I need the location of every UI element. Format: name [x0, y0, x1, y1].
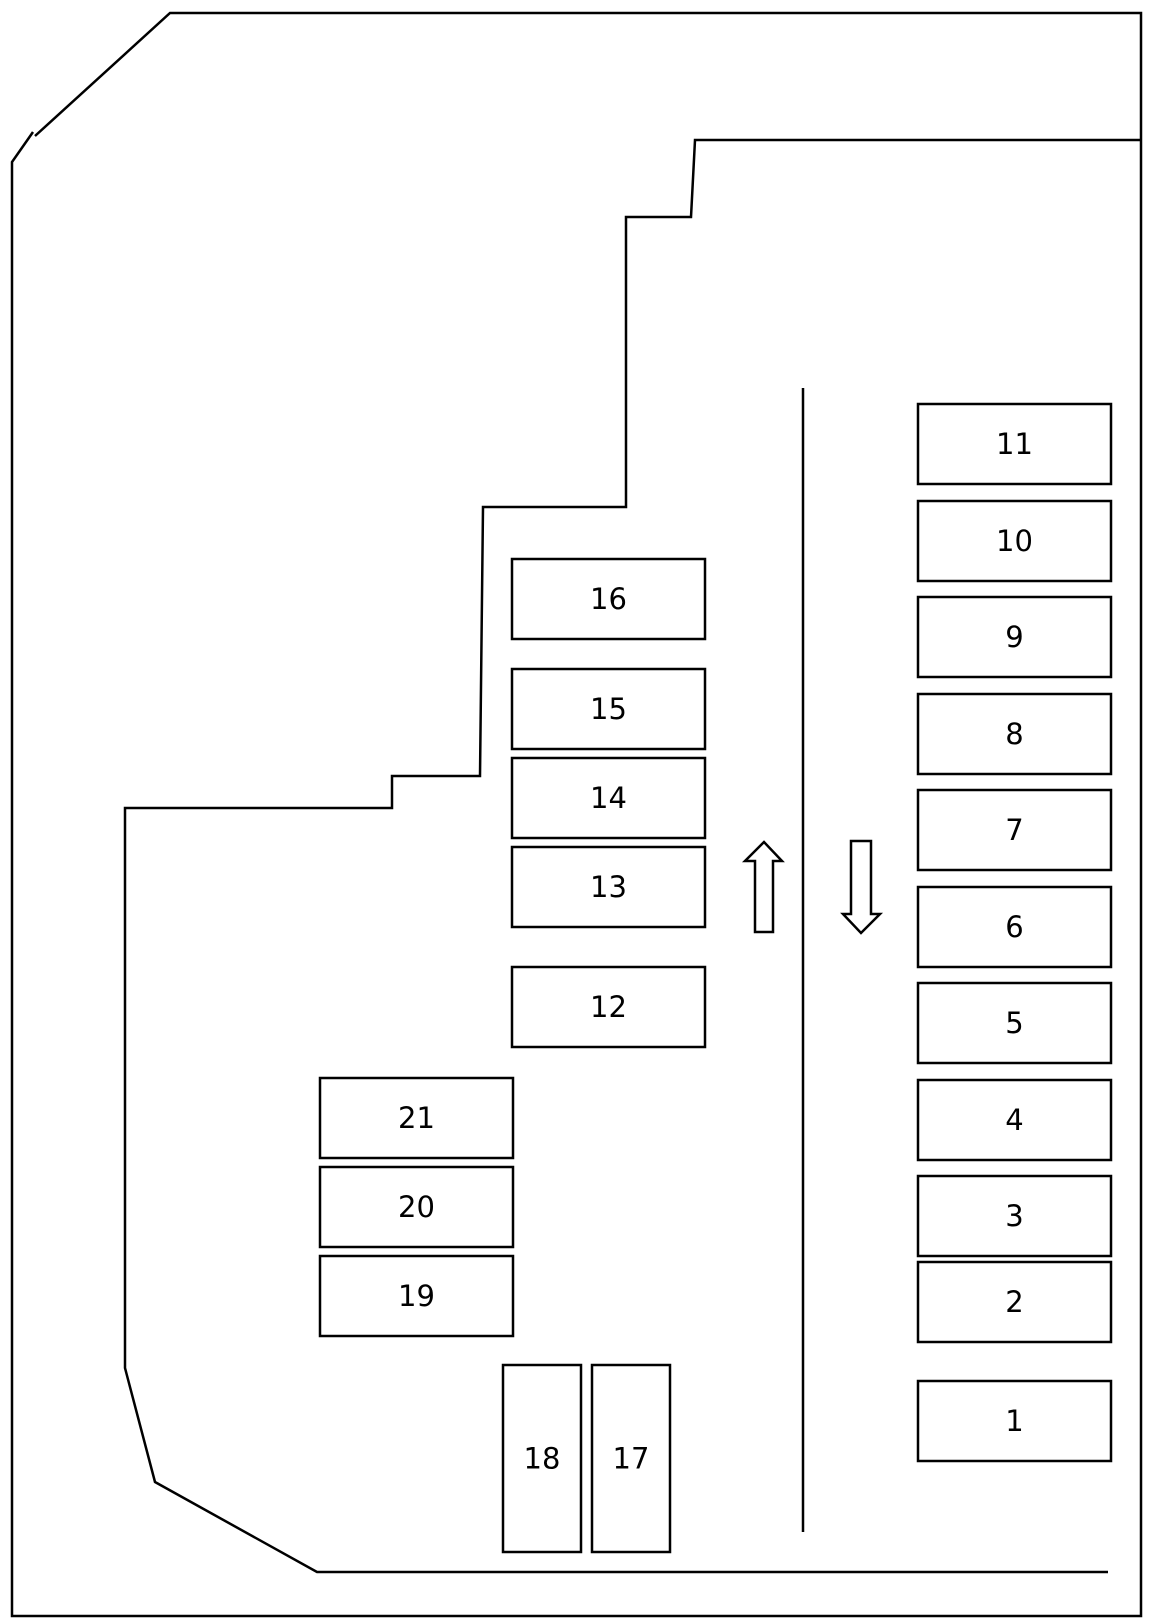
parking-slot-box — [318, 1165, 515, 1249]
parking-slot-box — [916, 692, 1113, 776]
parking-slot-label: 5 — [1005, 1006, 1023, 1040]
parking-slot-label: 16 — [590, 582, 627, 616]
parking-slot-box — [501, 1363, 583, 1554]
parking-slot-label: 1 — [1005, 1404, 1023, 1438]
parking-slot-9: 9 — [916, 595, 1113, 679]
parking-slot-box — [916, 499, 1113, 583]
parking-slot-box — [916, 1174, 1113, 1258]
parking-slot-box — [916, 1078, 1113, 1162]
parking-slot-10: 10 — [916, 499, 1113, 583]
parking-slot-box — [318, 1076, 515, 1160]
parking-slot-11: 11 — [916, 402, 1113, 486]
parking-slot-box — [510, 557, 707, 641]
parking-slot-label: 9 — [1005, 620, 1023, 654]
parking-slot-label: 14 — [590, 781, 627, 815]
parking-slot-box — [916, 595, 1113, 679]
parking-slot-label: 11 — [996, 427, 1033, 461]
parking-slot-8: 8 — [916, 692, 1113, 776]
parking-slot-label: 7 — [1005, 813, 1023, 847]
parking-slot-label: 18 — [524, 1442, 561, 1476]
parking-slot-12: 12 — [510, 965, 707, 1049]
parking-slot-label: 15 — [590, 692, 627, 726]
parking-slot-label: 10 — [996, 524, 1033, 558]
parking-slot-label: 19 — [398, 1279, 435, 1313]
parking-slot-box — [916, 981, 1113, 1065]
parking-slot-4: 4 — [916, 1078, 1113, 1162]
parking-slot-19: 19 — [318, 1254, 515, 1338]
parking-slot-box — [916, 788, 1113, 872]
parking-slot-box — [916, 885, 1113, 969]
parking-slot-5: 5 — [916, 981, 1113, 1065]
parking-slot-label: 3 — [1005, 1199, 1023, 1233]
parking-slot-14: 14 — [510, 756, 707, 840]
parking-slot-box — [916, 1379, 1113, 1463]
parking-slot-label: 17 — [613, 1442, 650, 1476]
parking-slot-label: 4 — [1005, 1103, 1023, 1137]
parking-slot-17: 17 — [590, 1363, 672, 1554]
parking-slot-1: 1 — [916, 1379, 1113, 1463]
parking-slot-20: 20 — [318, 1165, 515, 1249]
parking-slot-label: 20 — [398, 1190, 435, 1224]
parking-slot-2: 2 — [916, 1260, 1113, 1344]
parking-slot-15: 15 — [510, 667, 707, 751]
parking-slot-label: 2 — [1005, 1285, 1023, 1319]
parking-slot-label: 8 — [1005, 717, 1023, 751]
parking-slot-6: 6 — [916, 885, 1113, 969]
parking-slot-16: 16 — [510, 557, 707, 641]
parking-slot-box — [510, 845, 707, 929]
inner-outline — [123, 138, 1141, 1574]
parking-slot-box — [510, 756, 707, 840]
parking-slot-label: 13 — [590, 870, 627, 904]
parking-slot-13: 13 — [510, 845, 707, 929]
parking-slot-box — [590, 1363, 672, 1554]
parking-slot-box — [916, 402, 1113, 486]
parking-slot-box — [916, 1260, 1113, 1344]
down-arrow-icon — [840, 839, 884, 935]
parking-slot-label: 21 — [398, 1101, 435, 1135]
up-arrow-icon — [741, 840, 785, 934]
parking-slot-box — [318, 1254, 515, 1338]
parking-slot-box — [510, 965, 707, 1049]
parking-slot-label: 12 — [590, 990, 627, 1024]
parking-slot-18: 18 — [501, 1363, 583, 1554]
parking-slot-box — [510, 667, 707, 751]
parking-slot-label: 6 — [1005, 910, 1023, 944]
parking-slot-21: 21 — [318, 1076, 515, 1160]
outer-boundary — [10, 11, 1143, 1618]
parking-slot-7: 7 — [916, 788, 1113, 872]
parking-slot-3: 3 — [916, 1174, 1113, 1258]
